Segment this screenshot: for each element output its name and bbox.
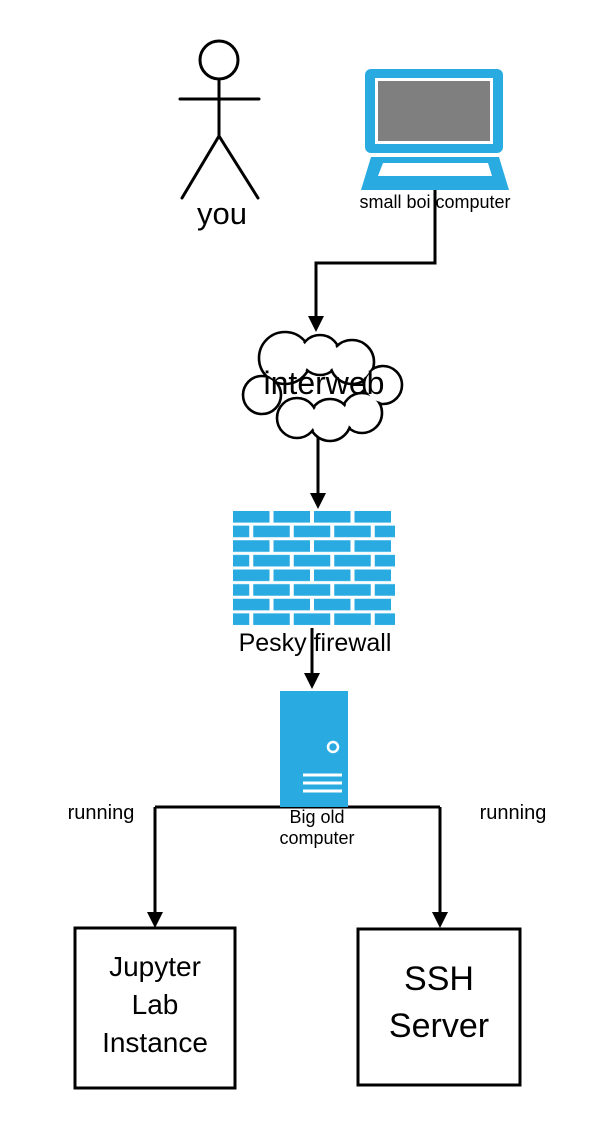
user-label: you xyxy=(197,196,247,231)
ssh-box xyxy=(356,927,522,1087)
arrowhead-into-server xyxy=(304,673,320,689)
firewall-icon xyxy=(233,511,395,628)
server-icon xyxy=(280,691,348,807)
jupyter-label-line3: Instance xyxy=(102,1027,208,1058)
laptop-icon xyxy=(361,69,509,190)
arrowhead-into-jupyter xyxy=(147,912,163,928)
jupyter-label-line2: Lab xyxy=(131,989,179,1020)
firewall-label: Pesky firewall xyxy=(238,629,392,657)
arrowhead-into-internet xyxy=(308,316,324,332)
stick-figure-icon xyxy=(178,39,261,200)
ssh-label: SSH Server xyxy=(358,956,520,1050)
stick-figure-head xyxy=(198,39,240,81)
laptop-keyboard xyxy=(378,163,492,176)
server-vents xyxy=(303,773,342,793)
stick-figure-right-leg xyxy=(217,134,260,200)
server-label-line2: computer xyxy=(279,828,355,848)
ssh-label-line2: Server xyxy=(388,1007,490,1045)
arrowhead-into-ssh xyxy=(432,912,448,928)
server-label: Big old computer xyxy=(237,807,397,849)
running-label-left: running xyxy=(67,802,135,824)
cloud-icon xyxy=(241,330,404,443)
internet-label: interweb xyxy=(263,365,385,401)
laptop-screen xyxy=(378,81,490,141)
arrowhead-into-firewall xyxy=(310,493,326,509)
server-label-line1: Big old xyxy=(289,807,345,827)
edge-laptop-to-internet xyxy=(314,190,437,318)
jupyter-label-line1: Jupyter xyxy=(109,951,201,982)
running-label-right: running xyxy=(479,802,547,824)
stick-figure-left-leg xyxy=(180,134,221,200)
server-power-button xyxy=(326,740,340,754)
ssh-label-line1: SSH xyxy=(404,960,474,998)
laptop-label: small boi computer xyxy=(359,192,511,212)
jupyter-box xyxy=(73,926,237,1090)
jupyter-label: Jupyter Lab Instance xyxy=(75,948,235,1062)
